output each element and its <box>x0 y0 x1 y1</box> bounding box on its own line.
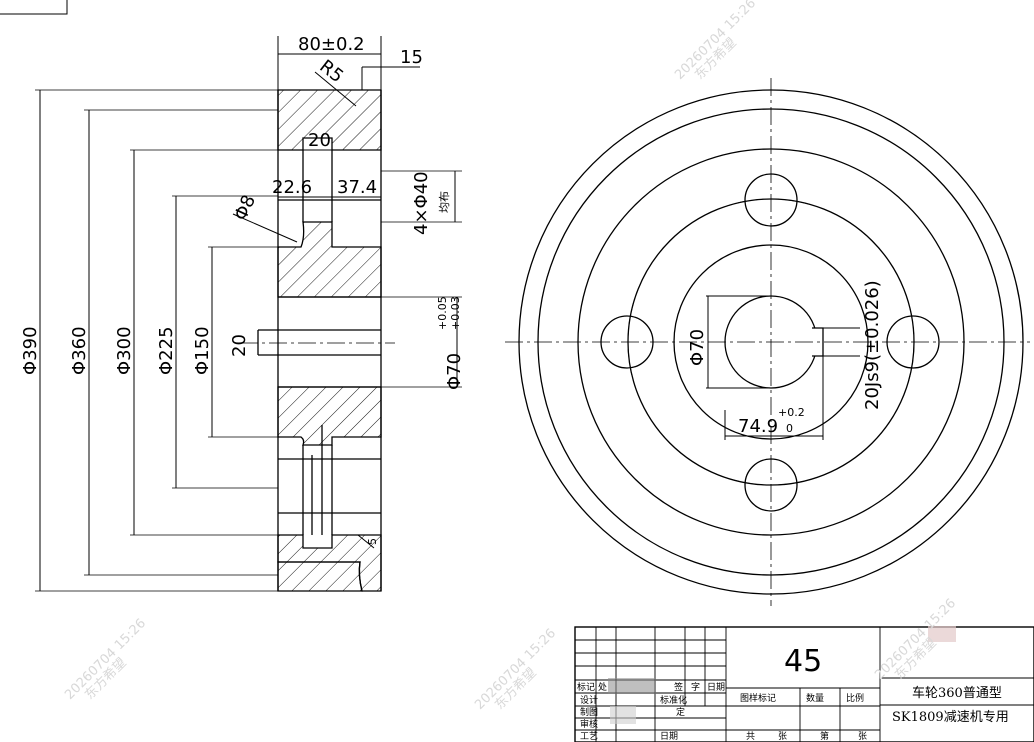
tb-sheets: 张 <box>778 731 787 742</box>
keyway-height-dim: 74.9 <box>738 416 778 437</box>
tb-design: 设计 <box>580 694 598 706</box>
hub-lower-section <box>277 386 382 446</box>
tb-sheet-no: 第 <box>820 730 829 742</box>
holes-note: 均布 <box>438 191 451 213</box>
tb-approve: 定 <box>676 706 685 718</box>
redaction-blur <box>608 678 656 694</box>
tb-process: 工艺 <box>580 731 598 742</box>
d150-dim: Φ150 <box>192 326 213 375</box>
front-dim-lines <box>706 295 860 440</box>
front-bore-dim: Φ70 <box>687 329 708 366</box>
section-view <box>257 89 382 592</box>
tb-weight: 数量 <box>806 692 824 704</box>
tb-draw: 制图 <box>580 706 598 718</box>
d390-dim: Φ390 <box>20 326 41 375</box>
d360-dim: Φ360 <box>69 326 90 375</box>
tb-sheets2: 张 <box>858 731 867 742</box>
hole-left-dim: 22.6 <box>272 177 312 198</box>
rim-dim: 15 <box>400 47 423 68</box>
tb-char: 字 <box>691 681 700 693</box>
d300-dim: Φ300 <box>114 326 135 375</box>
web-gap-dim: 20 <box>308 130 331 151</box>
chamfer-dim: Φ8 <box>230 192 260 224</box>
tb-mark: 标记 <box>577 681 595 693</box>
fillet-dim: R5 <box>315 56 347 87</box>
tb-total: 共 <box>746 731 755 742</box>
redaction-blur <box>928 626 956 642</box>
bore-tol-upper: +0.05 <box>436 296 449 330</box>
hub-upper-section <box>277 221 382 298</box>
holes-dim: 4×Φ40 <box>411 171 432 235</box>
small-dim: 5 <box>366 538 379 545</box>
tb-check: 审核 <box>580 718 598 730</box>
diameter-dimension-lines <box>39 36 458 591</box>
part-name: 车轮360普通型 <box>912 685 1002 701</box>
keyway-depth-dim: 20 <box>229 334 250 357</box>
bore-tol-lower: +0.03 <box>449 296 462 330</box>
keyway-tol-upper: +0.2 <box>778 406 805 419</box>
hole-right-dim: 37.4 <box>337 177 377 198</box>
tb-region: 处 <box>598 681 607 693</box>
part-subtitle: SK1809减速机专用 <box>892 710 1009 725</box>
tb-date: 日期 <box>707 682 725 693</box>
width-dim: 80±0.2 <box>298 34 365 55</box>
d225-dim: Φ225 <box>156 326 177 375</box>
keyway-tol-lower: 0 <box>786 422 793 435</box>
bore-dim: Φ70 <box>444 353 465 390</box>
tb-stage-mark: 图样标记 <box>740 692 776 704</box>
tb-standardize: 标准化 <box>660 694 687 706</box>
rim-bottom-flange <box>277 561 363 592</box>
keyway-width-dim: 20Js9(±0.026) <box>862 280 883 410</box>
redaction-blur <box>610 706 636 724</box>
tb-date2: 日期 <box>660 731 678 742</box>
watermark-text: 20260704 15:26 <box>672 0 759 83</box>
material: 45 <box>784 644 822 679</box>
tb-sign: 签 <box>674 681 683 693</box>
diameter-extension-lines <box>35 89 462 592</box>
front-centerlines <box>505 78 1030 606</box>
sheet-frame-corner <box>0 0 68 15</box>
tb-scale: 比例 <box>846 692 864 704</box>
